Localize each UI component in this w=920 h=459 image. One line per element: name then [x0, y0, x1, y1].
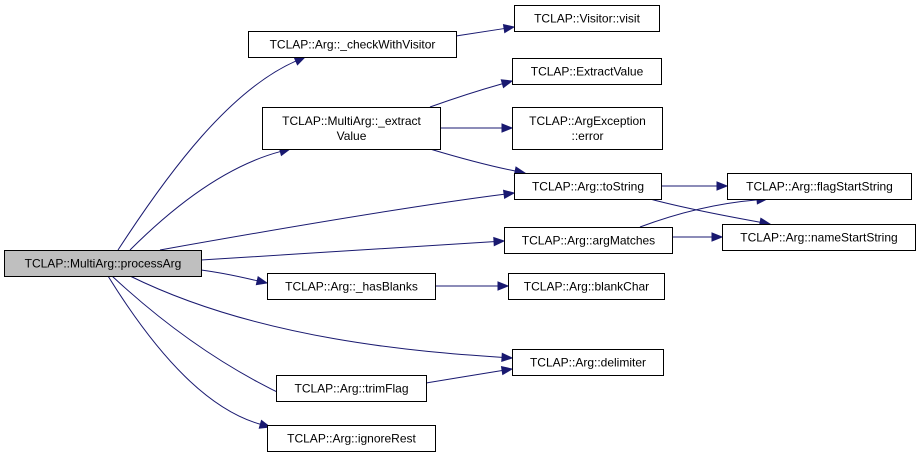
edge-processArg-to-delimiter [129, 275, 503, 358]
arrowhead-processArg-to-checkWithVisitor [293, 56, 307, 66]
node-delimiter-label-0: TCLAP::Arg::delimiter [530, 356, 646, 370]
arrowhead-extractValue-to-error [501, 123, 514, 133]
edge-processArg-to-extractValue [129, 151, 281, 251]
node-hasBlanks-box [267, 273, 436, 300]
node-extractValue-label-0: TCLAP::MultiArg::_extract [282, 114, 421, 128]
edge-extractValue-to-toString [429, 148, 516, 172]
arrowhead-hasBlanks-to-blankChar [497, 281, 510, 291]
node-delimiter-box [512, 349, 664, 376]
node-toString[interactable]: TCLAP::Arg::toString [514, 173, 662, 200]
edge-toString-to-nameStartString [649, 198, 761, 223]
node-error-label-0: TCLAP::ArgException [529, 114, 646, 128]
node-blankChar-box [508, 273, 665, 300]
node-ignoreRest[interactable]: TCLAP::Arg::ignoreRest [267, 425, 436, 452]
arrowhead-processArg-to-hasBlanks [255, 276, 269, 286]
node-flagStartString-label-0: TCLAP::Arg::flagStartString [746, 180, 893, 194]
node-trimFlag-label-0: TCLAP::Arg::trimFlag [294, 382, 408, 396]
arrowhead-processArg-to-argMatches [493, 236, 506, 247]
node-processArg[interactable]: TCLAP::MultiArg::processArg [4, 250, 202, 277]
node-extractValue-label-1: Value [337, 129, 367, 143]
node-error-label-1: ::error [571, 129, 603, 143]
node-ignoreRest-box [267, 425, 436, 452]
node-argMatches[interactable]: TCLAP::Arg::argMatches [504, 227, 673, 254]
node-blankChar[interactable]: TCLAP::Arg::blankChar [508, 273, 665, 300]
node-visit-box [514, 5, 660, 32]
edge-processArg-to-argMatches [200, 241, 495, 261]
node-extractValue-box [262, 107, 441, 150]
node-hasBlanks-label-0: TCLAP::Arg::_hasBlanks [285, 280, 418, 294]
node-nameStartString-label-0: TCLAP::Arg::nameStartString [740, 231, 897, 245]
arrowhead-toString-to-flagStartString [716, 181, 729, 191]
node-ignoreRest-label-0: TCLAP::Arg::ignoreRest [287, 432, 416, 446]
node-checkWithVisitor[interactable]: TCLAP::Arg::_checkWithVisitor [248, 31, 457, 58]
node-argMatches-box [504, 227, 673, 254]
arrowhead-checkWithVisitor-to-visit [502, 23, 516, 34]
edge-processArg-to-toString [159, 193, 505, 251]
node-argMatches-label-0: TCLAP::Arg::argMatches [522, 234, 655, 248]
arrowhead-processArg-to-toString [502, 189, 516, 200]
edge-layer [107, 23, 772, 429]
node-trimFlag[interactable]: TCLAP::Arg::trimFlag [276, 375, 427, 402]
node-layer: TCLAP::MultiArg::processArgTCLAP::Arg::_… [4, 5, 916, 452]
arrowhead-argMatches-to-nameStartString [711, 232, 724, 242]
node-toString-box [514, 173, 662, 200]
edge-processArg-to-checkWithVisitor [117, 60, 297, 251]
node-blankChar-label-0: TCLAP::Arg::blankChar [524, 280, 649, 294]
arrowhead-processArg-to-delimiter [501, 352, 514, 363]
node-processArg-box [4, 250, 202, 277]
arrowhead-trimFlag-to-delimiter [500, 365, 514, 376]
node-trimFlag-box [276, 375, 427, 402]
node-processArg-label-0: TCLAP::MultiArg::processArg [25, 257, 182, 271]
arrowhead-extractValue-to-ExtractValue [500, 79, 514, 89]
node-visit[interactable]: TCLAP::Visitor::visit [514, 5, 660, 32]
node-error-box [512, 107, 663, 150]
node-delimiter[interactable]: TCLAP::Arg::delimiter [512, 349, 664, 376]
edge-checkWithVisitor-to-visit [455, 28, 505, 37]
node-flagStartString[interactable]: TCLAP::Arg::flagStartString [727, 173, 912, 200]
edge-argMatches-to-flagStartString [639, 199, 758, 228]
node-toString-label-0: TCLAP::Arg::toString [532, 180, 644, 194]
edge-processArg-to-hasBlanks [200, 269, 258, 282]
node-hasBlanks[interactable]: TCLAP::Arg::_hasBlanks [267, 273, 436, 300]
node-visit-label-0: TCLAP::Visitor::visit [534, 12, 640, 26]
edge-trimFlag-to-delimiter [425, 370, 503, 384]
edge-processArg-to-trimFlag [111, 275, 288, 398]
node-flagStartString-box [727, 173, 912, 200]
node-ExtractValue-label-0: TCLAP::ExtractValue [531, 65, 644, 79]
node-ExtractValue-box [512, 58, 662, 85]
node-checkWithVisitor-box [248, 31, 457, 58]
node-nameStartString[interactable]: TCLAP::Arg::nameStartString [722, 224, 916, 251]
node-checkWithVisitor-label-0: TCLAP::Arg::_checkWithVisitor [270, 38, 436, 52]
node-error[interactable]: TCLAP::ArgException::error [512, 107, 663, 150]
node-nameStartString-box [722, 224, 916, 251]
edge-extractValue-to-ExtractValue [429, 83, 503, 108]
node-ExtractValue[interactable]: TCLAP::ExtractValue [512, 58, 662, 85]
edge-processArg-to-ignoreRest [107, 275, 261, 425]
